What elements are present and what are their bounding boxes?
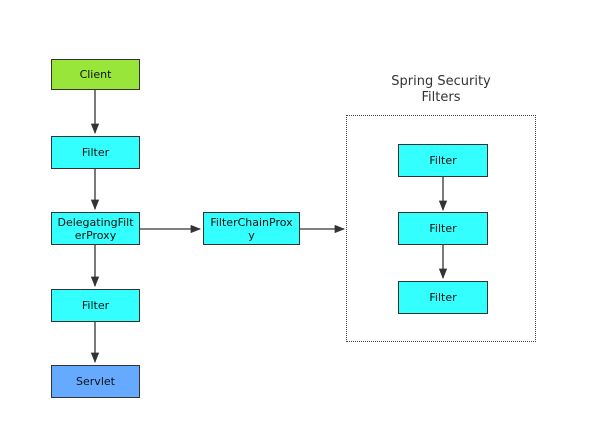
node-client-label: Client [79,68,112,81]
node-security-filter-3: Filter [398,281,488,314]
node-chain-proxy-label: FilterChainProxy [210,215,293,242]
spring-security-filters-group [346,115,536,342]
node-delegating-filter-proxy: DelegatingFilterProxy [51,212,140,245]
node-sec-filter-1-label: Filter [429,154,457,167]
node-filter-top: Filter [51,136,140,169]
node-servlet: Servlet [51,365,140,398]
node-servlet-label: Servlet [76,375,115,388]
node-client: Client [51,59,140,90]
node-filter-bottom-label: Filter [81,299,110,312]
node-security-filter-1: Filter [398,144,488,177]
group-title-line2: Filters [421,90,461,105]
node-filter-bottom: Filter [51,289,140,322]
node-sec-filter-2-label: Filter [429,222,457,235]
node-security-filter-2: Filter [398,212,488,245]
node-filter-top-label: Filter [81,146,110,159]
node-filter-chain-proxy: FilterChainProxy [203,212,300,245]
group-title-line1: Spring Security [391,74,491,89]
node-sec-filter-3-label: Filter [429,291,457,304]
group-title: Spring Security Filters [346,74,536,106]
node-delegating-label: DelegatingFilterProxy [57,215,134,242]
